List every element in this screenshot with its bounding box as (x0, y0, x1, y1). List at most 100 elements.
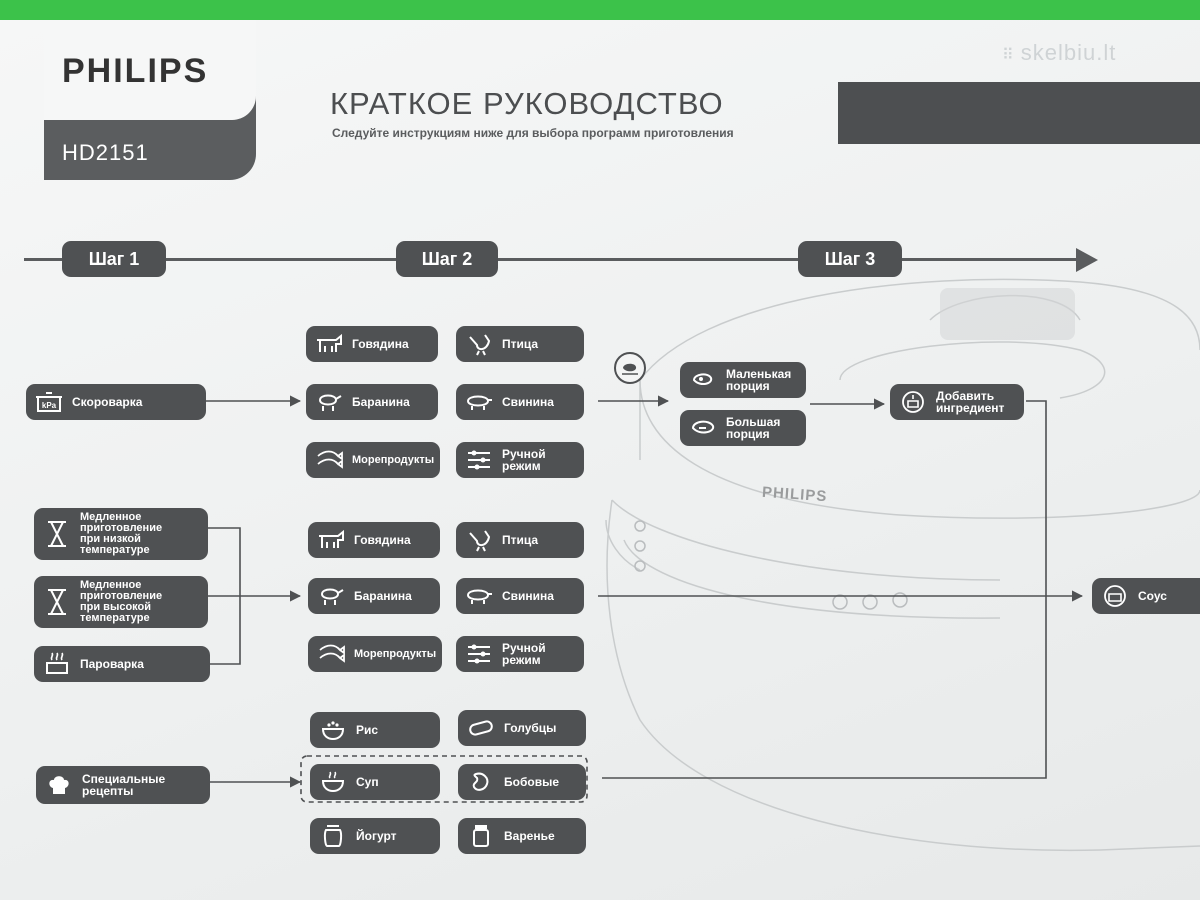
hourglass-icon (42, 588, 72, 616)
quick-guide-card: PHILIPS PHILIPS HD2151 КРАТКОЕ РУКОВОДСТ… (0, 20, 1200, 900)
pot-icon (898, 388, 928, 416)
food-manual[interactable]: Ручной режим (456, 442, 584, 478)
bowl-icon (318, 716, 348, 744)
portion-small[interactable]: Маленькая порция (680, 362, 806, 398)
food-beans[interactable]: Бобовые (458, 764, 586, 800)
roll-icon (466, 714, 496, 742)
food-poultry[interactable]: Птица (456, 522, 584, 558)
mode-label: Скороварка (72, 395, 143, 409)
food-cabbage-rolls[interactable]: Голубцы (458, 710, 586, 746)
food-label: Варенье (504, 829, 555, 843)
food-label: Свинина (502, 589, 554, 603)
jar-icon (318, 822, 348, 850)
food-label: Баранина (354, 589, 412, 603)
brand-logo: PHILIPS (62, 52, 209, 90)
food-jam[interactable]: Варенье (458, 818, 586, 854)
food-label: Птица (502, 337, 539, 351)
portion-large[interactable]: Большая порция (680, 410, 806, 446)
food-manual[interactable]: Ручной режим (456, 636, 584, 672)
mode-slow-low[interactable]: Медленное приготовление при низкой темпе… (34, 508, 208, 560)
sliders-icon (464, 446, 494, 474)
food-beef[interactable]: Говядина (308, 522, 440, 558)
food-poultry[interactable]: Птица (456, 326, 584, 362)
food-seafood[interactable]: Морепродукты (306, 442, 440, 478)
food-label: Птица (502, 533, 539, 547)
fish-icon (316, 640, 346, 668)
food-lamb[interactable]: Баранина (306, 384, 438, 420)
food-yogurt[interactable]: Йогурт (310, 818, 440, 854)
portion-label: Большая порция (726, 415, 781, 441)
pig-icon (464, 388, 494, 416)
cow-icon (314, 330, 344, 358)
chicken-icon (464, 330, 494, 358)
brand-logo-panel: PHILIPS (44, 20, 256, 120)
food-label: Морепродукты (352, 454, 435, 466)
step-timeline (24, 258, 1080, 261)
mode-slow-high[interactable]: Медленное приготовление при высокой темп… (34, 576, 208, 628)
sheep-icon (314, 388, 344, 416)
food-lamb[interactable]: Баранина (308, 578, 440, 614)
food-label: Рис (356, 723, 379, 737)
food-label: Морепродукты (354, 648, 437, 660)
sheep-icon (316, 582, 346, 610)
food-label: Говядина (354, 533, 411, 547)
watermark: ⠿ skelbiu.lt (1002, 40, 1116, 66)
food-pork[interactable]: Свинина (456, 384, 584, 420)
meat-icon (688, 366, 718, 394)
food-label: Говядина (352, 337, 409, 351)
food-pork[interactable]: Свинина (456, 578, 584, 614)
mode-label: Пароварка (80, 657, 144, 671)
pot-icon (1100, 582, 1130, 610)
food-beef[interactable]: Говядина (306, 326, 438, 362)
food-label: Суп (356, 775, 379, 789)
clock-meat-icon (614, 352, 646, 384)
portion-label: Маленькая порция (726, 367, 792, 393)
watermark-text: skelbiu.lt (1020, 40, 1117, 65)
food-seafood[interactable]: Морепродукты (308, 636, 442, 672)
step-1-label: Шаг 1 (62, 241, 166, 277)
food-label: Голубцы (504, 721, 557, 735)
steam-icon (42, 650, 72, 678)
page-subtitle: Следуйте инструкциям ниже для выбора про… (332, 126, 734, 140)
watermark-dots-icon: ⠿ (1002, 47, 1015, 64)
mode-steamer[interactable]: Пароварка (34, 646, 210, 682)
bowl-icon (318, 768, 348, 796)
food-label: Баранина (352, 395, 410, 409)
food-label: Ручной режим (502, 447, 546, 473)
svg-text:kPa: kPa (42, 401, 57, 410)
food-label: Йогурт (356, 829, 397, 843)
meat-icon (688, 414, 718, 442)
jar-icon (466, 822, 496, 850)
sliders-icon (464, 640, 494, 668)
chicken-icon (464, 526, 494, 554)
mode-pressure-cooker[interactable]: kPa Скороварка (26, 384, 206, 420)
add-ingredient[interactable]: Добавить ингредиент (890, 384, 1024, 420)
brand-logo-block: PHILIPS HD2151 (44, 20, 256, 180)
mode-label: Медленное приготовление при высокой темп… (80, 579, 163, 624)
cow-icon (316, 526, 346, 554)
model-number: HD2151 (62, 140, 149, 165)
pig-icon (464, 582, 494, 610)
step3-label: Добавить ингредиент (936, 389, 1005, 415)
bean-icon (466, 768, 496, 796)
mode-label: Специальные рецепты (82, 772, 166, 798)
step3-label: Соус (1138, 589, 1167, 603)
chef-hat-icon (44, 771, 74, 799)
step-3-label: Шаг 3 (798, 241, 902, 277)
food-rice[interactable]: Рис (310, 712, 440, 748)
pot-icon: kPa (34, 388, 64, 416)
cooker-brand-label: PHILIPS (761, 483, 828, 506)
food-label: Свинина (502, 395, 554, 409)
timeline-arrow-icon (1076, 248, 1098, 272)
hourglass-icon (42, 520, 72, 548)
mode-label: Медленное приготовление при низкой темпе… (80, 511, 163, 556)
step-2-label: Шаг 2 (396, 241, 498, 277)
food-label: Ручной режим (502, 641, 546, 667)
page-title: КРАТКОЕ РУКОВОДСТВО (330, 86, 724, 121)
fish-icon (314, 446, 344, 474)
food-soup[interactable]: Суп (310, 764, 440, 800)
mode-sauce[interactable]: Соус (1092, 578, 1200, 614)
food-label: Бобовые (504, 775, 559, 789)
header-dark-bar (838, 82, 1200, 144)
mode-special-recipes[interactable]: Специальные рецепты (36, 766, 210, 804)
